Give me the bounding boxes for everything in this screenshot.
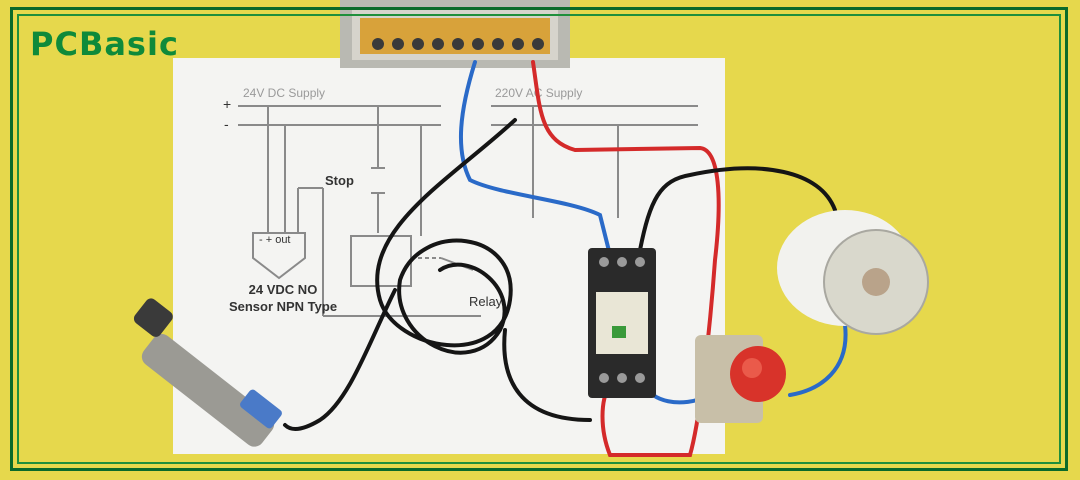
sensor-label-line2: Sensor NPN Type [228, 299, 338, 314]
sensor-cable-coil [375, 118, 517, 355]
relay-module [588, 248, 656, 398]
red-wire [531, 60, 721, 457]
proximity-sensor [133, 298, 282, 447]
sensor-cable [283, 288, 397, 431]
minus-sign: - [224, 116, 229, 132]
sensor-label-line1: 24 VDC NO [248, 282, 318, 297]
brand-logo-text: PCBasic [30, 25, 179, 63]
power-supply-unit [340, 0, 570, 68]
plus-sign: + [223, 96, 232, 112]
stop-label: Stop [325, 173, 354, 188]
blue-wire-lamp [788, 323, 848, 397]
brand-logo: PCBasic [30, 24, 179, 64]
black-wire-relay [502, 328, 592, 422]
dc-supply-label: 24V DC Supply [243, 86, 326, 100]
blue-wire-supply [458, 60, 612, 257]
sensor-terminals-label: - + out [259, 234, 291, 246]
push-button [695, 335, 786, 423]
black-wire-lamp [638, 166, 837, 252]
lamp [777, 210, 929, 335]
relay-label: Relay [469, 294, 503, 309]
